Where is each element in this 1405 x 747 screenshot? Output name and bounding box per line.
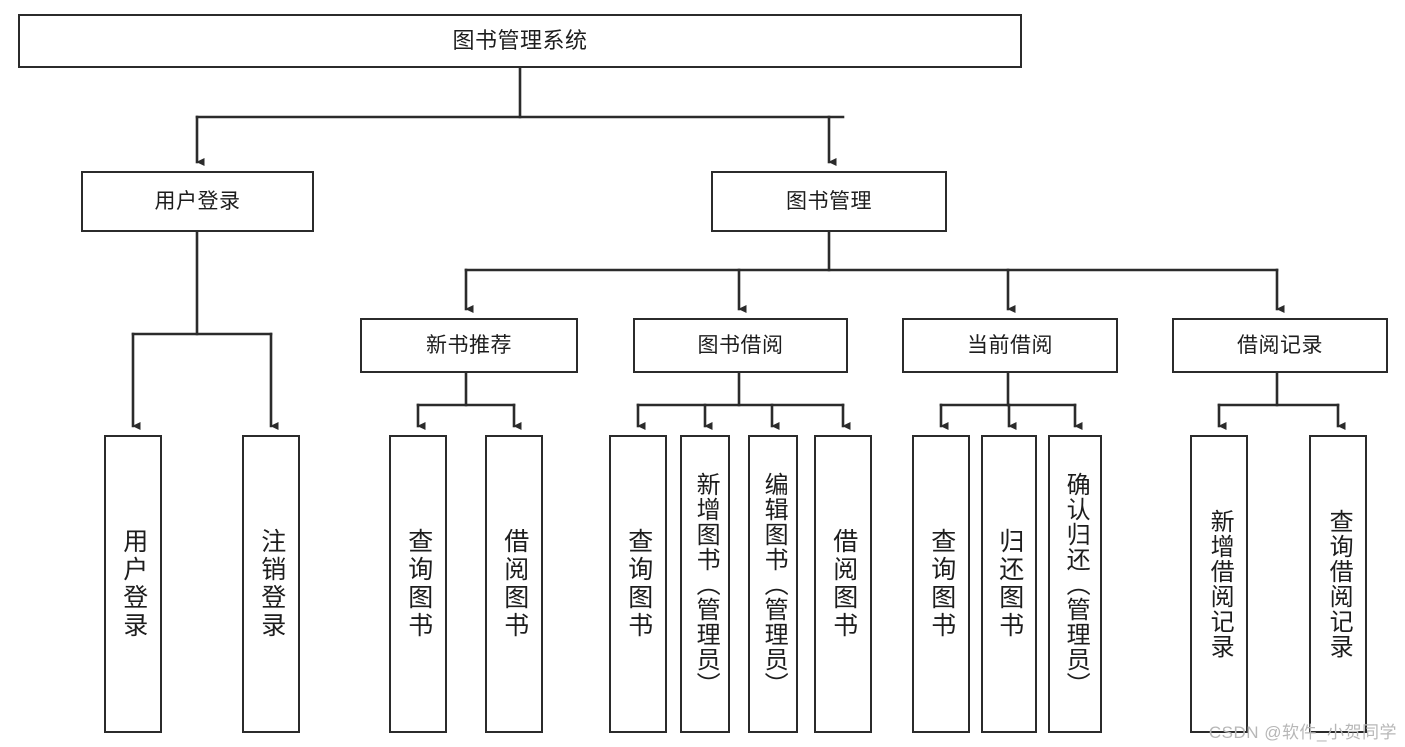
node-label: 归还图书	[995, 528, 1024, 640]
leaf-query-book-1[interactable]: 查询图书	[389, 435, 447, 733]
node-label: 图书借阅	[697, 333, 784, 357]
node-label: 新书推荐	[426, 333, 512, 357]
node-label: 查询借阅记录	[1325, 509, 1353, 659]
node-label: 当前借阅	[967, 333, 1053, 357]
node-label: 新增图书（管理员）	[692, 471, 720, 697]
leaf-user-login[interactable]: 用户登录	[104, 435, 162, 733]
node-root-system[interactable]: 图书管理系统	[18, 14, 1022, 68]
node-label: 图书管理	[786, 189, 872, 213]
node-book-borrow[interactable]: 图书借阅	[633, 318, 848, 373]
leaf-edit-book-admin[interactable]: 编辑图书（管理员）	[748, 435, 798, 733]
leaf-logout-login[interactable]: 注销登录	[242, 435, 300, 733]
node-label: 确认归还（管理员）	[1062, 471, 1090, 697]
leaf-return-book[interactable]: 归还图书	[981, 435, 1037, 733]
node-book-management[interactable]: 图书管理	[711, 171, 947, 232]
node-label: 注销登录	[257, 528, 286, 640]
leaf-query-book-2[interactable]: 查询图书	[609, 435, 667, 733]
node-label: 图书管理系统	[452, 27, 588, 53]
node-label: 用户登录	[154, 189, 241, 213]
leaf-add-borrow-record[interactable]: 新增借阅记录	[1190, 435, 1248, 733]
node-label: 借阅图书	[829, 528, 858, 640]
node-label: 新增借阅记录	[1206, 509, 1234, 659]
csdn-watermark: CSDN @软件_小贺同学	[1208, 723, 1397, 742]
node-label: 借阅图书	[500, 528, 529, 640]
node-new-book-recommend[interactable]: 新书推荐	[360, 318, 578, 373]
leaf-query-borrow-record[interactable]: 查询借阅记录	[1309, 435, 1367, 733]
node-label: 借阅记录	[1237, 333, 1323, 357]
node-label: 查询图书	[927, 528, 956, 640]
node-label: 编辑图书（管理员）	[760, 471, 788, 697]
node-current-borrow[interactable]: 当前借阅	[902, 318, 1118, 373]
leaf-borrow-book-1[interactable]: 借阅图书	[485, 435, 543, 733]
leaf-borrow-book-2[interactable]: 借阅图书	[814, 435, 872, 733]
leaf-query-book-3[interactable]: 查询图书	[912, 435, 970, 733]
node-user-login[interactable]: 用户登录	[81, 171, 314, 232]
leaf-add-book-admin[interactable]: 新增图书（管理员）	[680, 435, 730, 733]
node-label: 查询图书	[404, 528, 433, 640]
node-label: 用户登录	[119, 528, 148, 640]
leaf-confirm-return-admin[interactable]: 确认归还（管理员）	[1048, 435, 1102, 733]
node-borrow-record[interactable]: 借阅记录	[1172, 318, 1388, 373]
node-label: 查询图书	[624, 528, 653, 640]
